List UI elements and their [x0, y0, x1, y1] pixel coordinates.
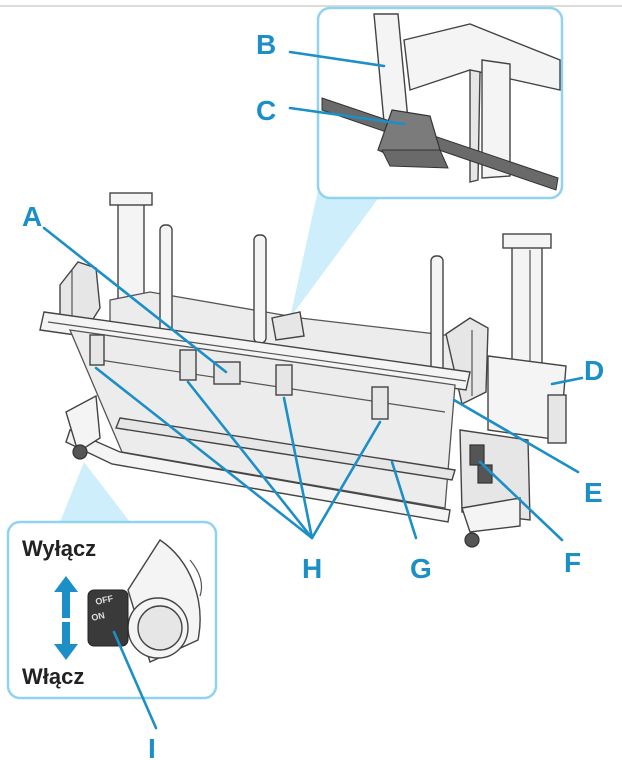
zoom-pointer-bottom [60, 462, 130, 522]
switch-on-label: Włącz [22, 664, 84, 689]
label-b: B [256, 29, 276, 60]
label-a: A [22, 201, 42, 232]
zoom-pointer-top [290, 190, 380, 318]
switch-on-marking: ON [90, 610, 105, 623]
label-e: E [584, 477, 603, 508]
switch-off-marking: OFF [94, 593, 114, 607]
switch-off-label: Wyłącz [22, 536, 96, 561]
label-g: G [410, 553, 432, 584]
leader-lines [42, 50, 584, 730]
basket-illustration [39, 192, 567, 548]
label-f: F [564, 547, 581, 578]
callout-caster-detail: OFF ON Wyłącz Włącz [6, 520, 218, 700]
callout-rail-detail [316, 6, 564, 200]
label-d: D [584, 355, 604, 386]
label-c: C [256, 95, 276, 126]
label-h: H [302, 553, 322, 584]
label-i: I [148, 733, 156, 760]
switch-arrow-icon [54, 576, 78, 660]
